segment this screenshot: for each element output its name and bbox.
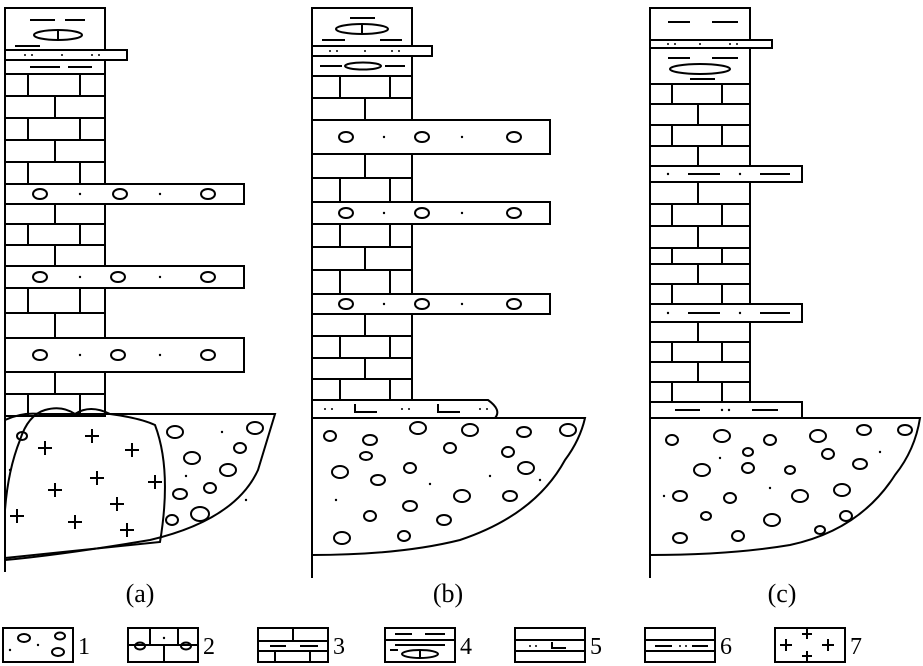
column-a-limestone-2 [4, 203, 106, 267]
column-c-basal-conglomerate [649, 417, 922, 557]
column-b-limestone-4 [311, 313, 413, 401]
column-b-conglomerate-bed-3 [311, 293, 551, 315]
column-b-limestone-1 [311, 75, 413, 121]
column-c-lens-shale-band [649, 47, 751, 85]
column-a-basal-conglomerate [4, 412, 277, 562]
legend-item-7: 7 [774, 627, 862, 663]
column-b-siltstone-bed [311, 399, 499, 419]
legend-item-1: 1 [2, 627, 90, 663]
column-a-limestone-3 [4, 287, 106, 339]
column-a-limestone-1 [4, 73, 106, 185]
marly-limestone-icon [257, 627, 329, 663]
column-a-limestone-4 [4, 371, 106, 417]
column-c-thin-silt-bed [649, 39, 773, 49]
column-a-shale-band [4, 59, 106, 75]
column-c [649, 7, 922, 578]
legend-item-6: 6 [644, 627, 732, 663]
column-b-top-shale [311, 7, 413, 47]
siltstone-icon [514, 627, 586, 663]
legend-item-4: 4 [384, 627, 472, 663]
column-b-basal-conglomerate [311, 417, 587, 557]
legend-number-5: 5 [590, 634, 602, 660]
column-a-conglomerate-bed-2 [4, 265, 245, 289]
legend-number-6: 6 [720, 634, 732, 660]
pebbly-limestone-icon [127, 627, 199, 663]
legend-number-3: 3 [333, 634, 345, 660]
column-c-limestone-1 [649, 83, 751, 167]
column-a-top-shale [4, 7, 106, 51]
column-a-conglomerate-bed-3 [4, 337, 245, 373]
column-c-limestone-3 [649, 321, 751, 403]
column-b-lens-shale-band [311, 55, 413, 77]
legend: 1 2 3 [2, 627, 862, 663]
column-b-limestone-2 [311, 153, 413, 203]
silty-shale-icon [644, 627, 716, 663]
granite-icon [774, 627, 846, 663]
column-a [4, 7, 277, 572]
column-a-conglomerate-bed-1 [4, 183, 245, 205]
caption-c: (c) [768, 579, 797, 608]
column-b [311, 7, 587, 578]
column-c-top-shale [649, 7, 751, 41]
conglomerate-icon [2, 627, 74, 663]
legend-number-4: 4 [460, 634, 472, 660]
legend-number-1: 1 [78, 634, 90, 660]
lens-shale-icon [384, 627, 456, 663]
column-c-silty-shale-bed-1 [649, 165, 803, 183]
legend-number-2: 2 [203, 634, 215, 660]
legend-number-7: 7 [850, 634, 862, 660]
column-b-thin-silt-bed [311, 45, 433, 57]
legend-item-5: 5 [514, 627, 602, 663]
caption-b: (b) [433, 579, 463, 608]
column-c-silty-shale-bed-3 [649, 401, 803, 419]
legend-item-3: 3 [257, 627, 345, 663]
column-b-conglomerate-bed-1 [311, 119, 551, 155]
column-c-limestone-2 [649, 181, 751, 305]
caption-a: (a) [126, 579, 155, 608]
column-b-conglomerate-bed-2 [311, 201, 551, 225]
column-c-silty-shale-bed-2 [649, 303, 803, 323]
column-b-limestone-3 [311, 223, 413, 295]
column-a-thin-silt-bed [4, 49, 128, 61]
legend-item-2: 2 [127, 627, 215, 663]
column-a-granite-intrusion [4, 407, 166, 559]
